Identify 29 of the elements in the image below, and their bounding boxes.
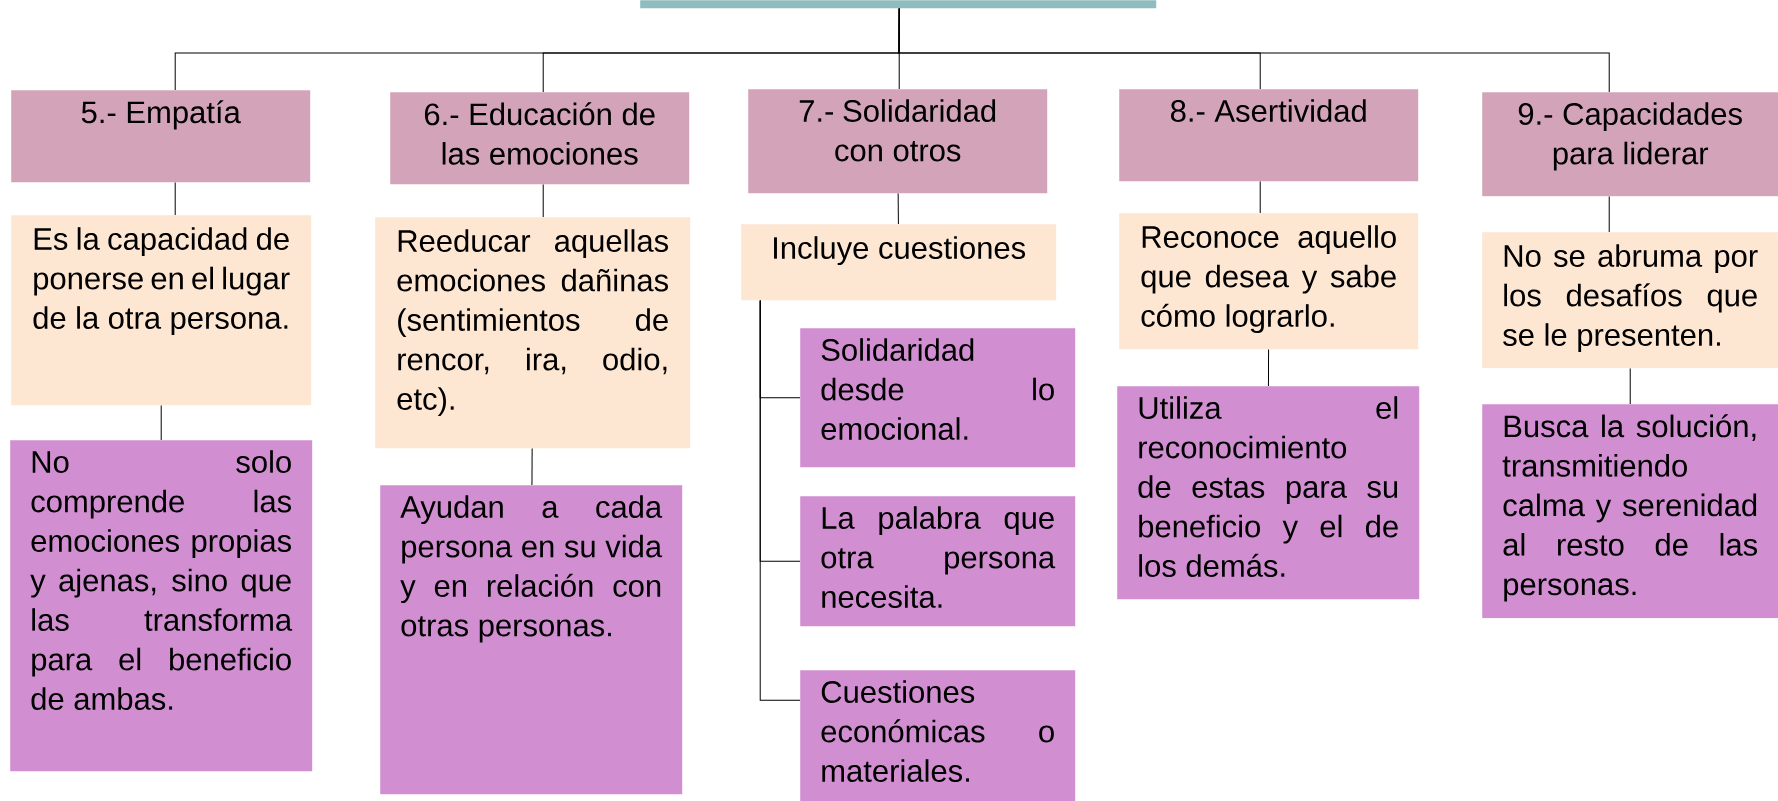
connector-line bbox=[1267, 348, 1270, 387]
category-box: 7.- Solidaridad con otros bbox=[748, 89, 1048, 194]
description-box: No se abruma por los desafíos que se le presenten. bbox=[1482, 232, 1778, 369]
title-bar bbox=[640, 0, 1157, 9]
description-box: Reeducar aquellas emociones dañinas (sentimientos de rencor, ira, odio, etc). bbox=[375, 217, 691, 449]
category-box: 9.- Capacidades para liderar bbox=[1482, 92, 1778, 197]
detail-box: La palabra que otra persona necesita. bbox=[800, 496, 1076, 627]
detail-box: Ayudan a cada persona en su vida y en relación con otras personas. bbox=[380, 485, 683, 795]
connector-line bbox=[1608, 195, 1610, 233]
category-box: 6.- Educación de las emociones bbox=[390, 92, 690, 185]
connector-line bbox=[531, 447, 533, 486]
connector-line bbox=[1259, 180, 1261, 214]
connector-line bbox=[759, 299, 801, 701]
detail-box: Cuestiones económicas o materiales. bbox=[800, 670, 1076, 801]
connector-line bbox=[897, 192, 899, 225]
detail-box: Utiliza el reconocimiento de estas para su beneficio y el de los demás. bbox=[1117, 386, 1420, 600]
description-box: Incluye cuestiones bbox=[741, 224, 1057, 301]
connector-line bbox=[174, 181, 176, 216]
connector-line bbox=[160, 404, 162, 441]
description-box: Reconoce aquello que desea y sabe cómo lograrlo. bbox=[1119, 213, 1419, 350]
connector-line bbox=[898, 7, 1610, 93]
detail-box: Solidaridad desde lo emocional. bbox=[800, 328, 1076, 468]
connector-line bbox=[1629, 367, 1631, 405]
category-box: 8.- Asertividad bbox=[1119, 89, 1419, 182]
category-box: 5.- Empatía bbox=[11, 90, 311, 183]
detail-box: No solo comprende las emociones propias y ajenas, sino que las transforma para el beneficio de ambas. bbox=[10, 440, 313, 772]
description-box: Es la capacidad de ponerse en el lugar de la otra persona. bbox=[11, 215, 312, 406]
connector-line bbox=[542, 183, 544, 218]
detail-box: Busca la solución, transmitiendo calma y serenidad al resto de las personas. bbox=[1482, 404, 1778, 619]
